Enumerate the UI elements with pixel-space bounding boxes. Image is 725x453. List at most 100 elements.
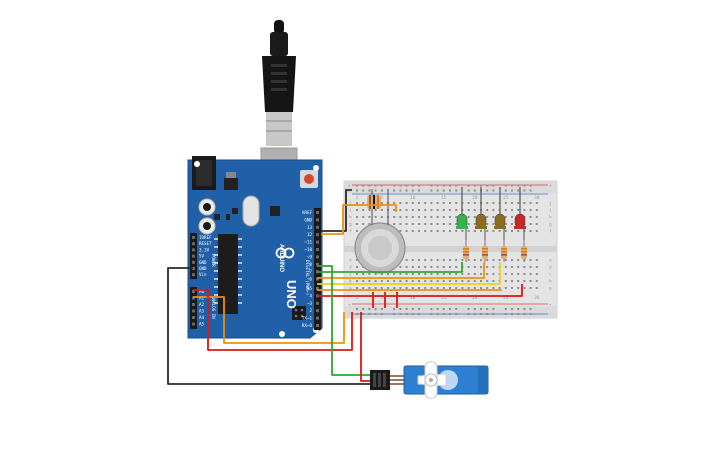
digital-pin[interactable] — [316, 218, 319, 222]
led-base — [456, 226, 468, 229]
column-number: 20 — [472, 295, 478, 301]
power-pin[interactable] — [192, 236, 195, 239]
column-number: 5 — [380, 195, 383, 201]
rail-hole — [405, 189, 408, 192]
analog-pin[interactable] — [192, 303, 195, 306]
terminal-hole — [380, 287, 383, 289]
digital-pin[interactable] — [316, 211, 319, 214]
power-pin[interactable] — [192, 273, 195, 277]
terminal-hole — [449, 216, 451, 218]
terminal-hole — [535, 230, 538, 232]
column-number: 10 — [410, 195, 416, 201]
power-pin-label: IOREF — [199, 235, 212, 240]
terminal-hole — [374, 273, 377, 275]
rail-hole — [411, 313, 414, 315]
wire-green — [317, 262, 463, 273]
rail-hole — [504, 184, 507, 187]
terminal-hole — [473, 259, 476, 261]
digital-pin[interactable] — [316, 316, 319, 320]
power-pin[interactable] — [192, 267, 195, 270]
analog-pin[interactable] — [192, 296, 195, 300]
terminal-hole — [529, 266, 532, 268]
rail-hole — [430, 308, 433, 310]
terminal-hole — [418, 287, 420, 289]
terminal-hole — [411, 266, 414, 268]
wire-orange — [321, 204, 397, 235]
rail-hole — [504, 308, 507, 310]
analog-pin[interactable] — [192, 290, 195, 293]
power-pin[interactable] — [192, 260, 195, 264]
terminal-hole — [467, 273, 470, 275]
rail-hole — [368, 313, 371, 315]
analog-pin[interactable] — [192, 316, 195, 319]
rail-hole — [436, 189, 439, 192]
terminal-hole — [380, 273, 383, 275]
rail-hole — [380, 308, 383, 310]
analog-header-label: ANALOG IN — [211, 296, 216, 319]
rail-hole — [517, 189, 520, 192]
analog-header — [190, 287, 197, 329]
digital-pin[interactable] — [316, 324, 319, 327]
analog-pin-label: A1 — [199, 296, 205, 301]
rail-hole — [523, 308, 526, 310]
digital-pin[interactable] — [316, 248, 319, 251]
terminal-hole — [486, 266, 489, 268]
row-letter: i — [549, 208, 552, 214]
terminal-hole — [393, 216, 396, 218]
digital-pin[interactable] — [316, 309, 319, 313]
rail-hole — [486, 184, 489, 187]
terminal-hole — [393, 223, 396, 225]
terminal-hole — [387, 273, 389, 275]
digital-pin[interactable] — [316, 225, 319, 229]
rail-hole — [449, 308, 451, 310]
digital-pin[interactable] — [316, 255, 319, 259]
terminal-hole — [368, 216, 371, 218]
terminal-hole — [368, 209, 371, 211]
row-letter: a — [349, 287, 352, 292]
digital-pin[interactable] — [316, 233, 319, 237]
terminal-hole — [405, 202, 408, 204]
terminal-hole — [486, 273, 489, 275]
wire-black — [321, 189, 352, 232]
terminal-hole — [517, 280, 520, 282]
rail-hole — [486, 313, 489, 315]
analog-pin[interactable] — [192, 322, 195, 326]
resistor-band — [501, 248, 507, 250]
terminal-hole — [399, 230, 402, 232]
analog-pin-label: A4 — [199, 315, 205, 320]
rail-hole — [399, 308, 402, 310]
terminal-hole — [473, 223, 476, 225]
power-pin[interactable] — [192, 254, 195, 258]
terminal-hole — [455, 273, 458, 275]
rail-hole — [492, 184, 495, 187]
column-number: 15 — [441, 195, 447, 201]
column-number: 1 — [356, 295, 359, 301]
digital-pin[interactable] — [316, 240, 319, 244]
terminal-hole — [511, 287, 513, 289]
rail-hole — [486, 189, 489, 192]
wire-green — [317, 265, 372, 376]
terminal-hole — [436, 259, 439, 261]
power-pin[interactable] — [192, 242, 195, 246]
analog-pin[interactable] — [192, 309, 195, 313]
rail-hole — [368, 308, 371, 310]
terminal-hole — [393, 202, 396, 204]
resistor-band — [501, 254, 507, 256]
digital-pin[interactable] — [316, 277, 319, 281]
terminal-hole — [473, 209, 476, 211]
row-letter: h — [349, 215, 352, 221]
terminal-hole — [486, 230, 489, 232]
terminal-hole — [387, 280, 389, 282]
terminal-hole — [356, 202, 358, 204]
rail-hole — [430, 313, 433, 315]
power-pin[interactable] — [192, 248, 195, 252]
terminal-hole — [442, 202, 445, 204]
digital-pin[interactable] — [316, 301, 319, 305]
rail-hole — [517, 313, 520, 315]
rail-hole — [418, 184, 420, 187]
rail-hole — [455, 189, 458, 192]
terminal-hole — [405, 280, 408, 282]
digital-pin[interactable] — [316, 262, 319, 266]
digital-pin[interactable] — [316, 287, 319, 290]
terminal-hole — [504, 273, 507, 275]
